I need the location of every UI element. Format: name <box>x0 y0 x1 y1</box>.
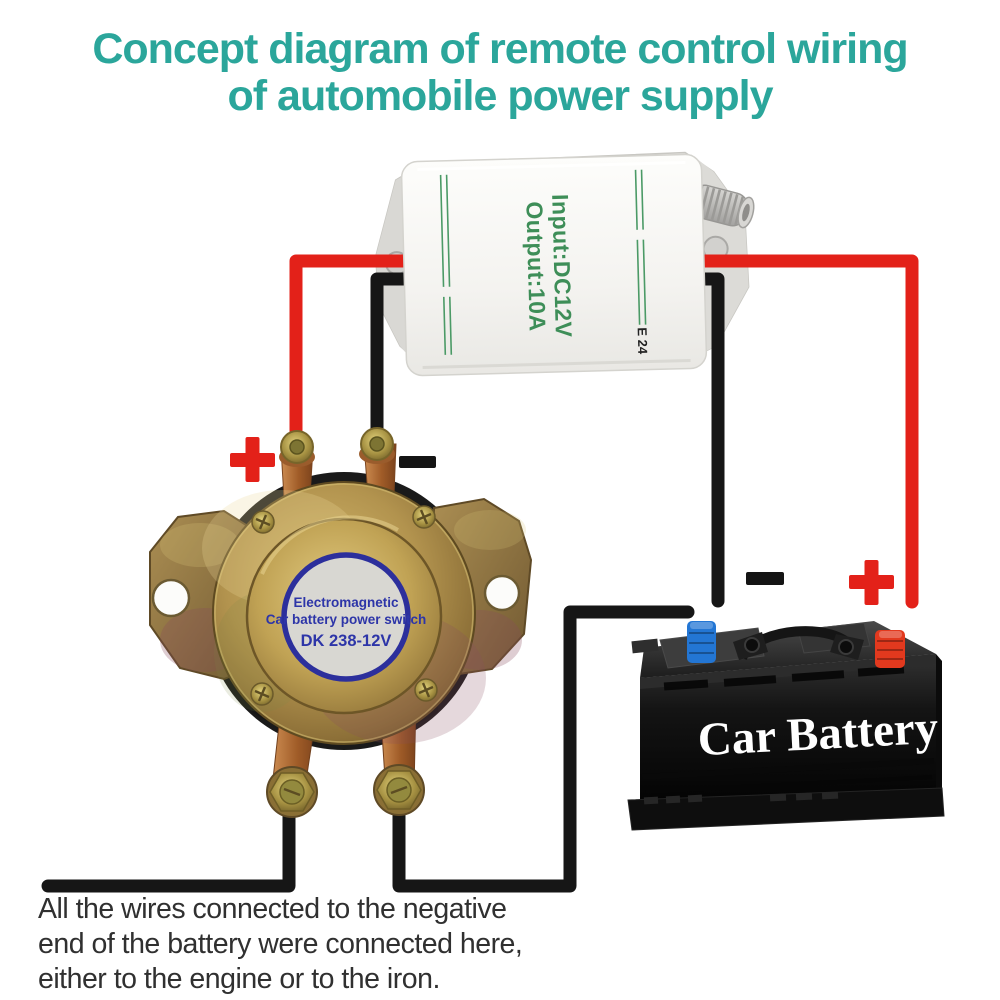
minus-symbol-switch <box>399 456 436 468</box>
switch-label-line3: DK 238-12V <box>301 632 392 650</box>
car-battery: Car Battery <box>627 621 945 831</box>
flange-hole-right <box>483 574 521 612</box>
receiver-code: E 24 <box>635 327 651 355</box>
ground-note: All the wires connected to the negative … <box>38 892 523 997</box>
receiver-box: Input:DC12V Output:10A E 24 <box>400 153 708 377</box>
battery-positive-terminal <box>875 630 905 668</box>
battery-base-teeth <box>643 791 839 805</box>
page-title-line2: of automobile power supply <box>227 72 774 120</box>
receiver-label-line2: Output:10A <box>521 201 550 332</box>
receiver-deco-lines <box>439 169 647 355</box>
battery-power-switch: Electromagnetic Car battery power switch… <box>149 427 533 818</box>
wire-switch-to-ground <box>41 791 296 893</box>
battery-label: Car Battery <box>696 702 939 767</box>
page-title-line1: Concept diagram of remote control wiring <box>92 25 908 73</box>
switch-bolt-bottom-left <box>266 766 318 818</box>
switch-bolt-bottom-right <box>373 764 425 816</box>
wire-negative-receiver-to-battery <box>692 272 725 608</box>
battery-vents <box>663 665 905 691</box>
wire-negative-receiver-to-switch <box>370 272 419 457</box>
switch-label-line1: Electromagnetic <box>293 595 399 610</box>
wire-switch-to-battery-negative <box>392 605 695 893</box>
page-title: Concept diagram of remote control wiring… <box>0 26 1000 120</box>
polarity-symbols <box>230 437 894 605</box>
switch-face-screws <box>250 505 438 706</box>
battery-negative-terminal <box>687 621 716 663</box>
wire-positive-receiver-to-battery <box>692 254 919 609</box>
wire-positive-receiver-to-switch <box>289 254 419 459</box>
ground-note-line1: All the wires connected to the negative <box>38 893 507 925</box>
ground-note-line2: end of the battery were connected here, <box>38 928 523 960</box>
battery-handle <box>733 626 864 661</box>
wires <box>41 254 919 893</box>
plus-symbol-battery <box>849 560 894 605</box>
ground-note-line3: either to the engine or to the iron. <box>38 963 440 995</box>
receiver-label: Input:DC12V Output:10A <box>521 194 577 338</box>
receiver-label-line1: Input:DC12V <box>547 194 577 338</box>
switch-label-disc <box>281 552 411 682</box>
switch-bolt-top-left <box>279 430 315 467</box>
flange-hole-left <box>151 578 191 618</box>
switch-label-line2: Car battery power switch <box>266 612 427 627</box>
plus-symbol-switch <box>230 437 275 482</box>
minus-symbol-battery <box>746 572 784 585</box>
switch-bolt-top-right <box>359 427 395 464</box>
